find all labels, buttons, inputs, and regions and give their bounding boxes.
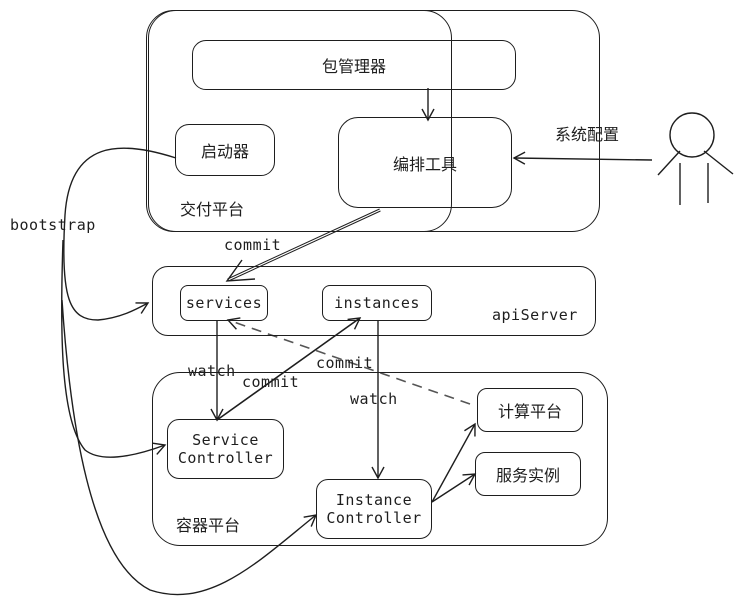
instances-label: instances	[334, 294, 420, 312]
launcher-node: 启动器	[175, 124, 275, 176]
compute-platform-node: 计算平台	[477, 388, 583, 432]
compute-platform-label: 计算平台	[497, 402, 562, 421]
instances-node: instances	[322, 285, 432, 321]
arrow-commit-compute-services	[226, 317, 471, 405]
service-controller-node: Service Controller	[167, 419, 284, 479]
service-controller-label-line1: Service	[192, 431, 259, 449]
api-server-label: apiServer	[492, 306, 578, 324]
commit-edge-label-top: commit	[224, 236, 282, 254]
actor-label: 系统配置	[555, 125, 620, 144]
package-manager-node: 包管理器	[192, 40, 516, 90]
actor-icon	[657, 112, 734, 205]
container-platform-container	[152, 372, 608, 546]
bootstrap-curve	[63, 147, 177, 321]
arrow-actor-to-orchestrator	[512, 151, 653, 165]
watch-edge-label-right: watch	[350, 390, 398, 408]
api-server-container	[152, 266, 596, 336]
services-label: services	[185, 294, 263, 312]
container-platform-label: 容器平台	[176, 516, 241, 535]
service-instance-label: 服务实例	[495, 466, 560, 485]
delivery-platform-label: 交付平台	[180, 200, 245, 219]
launcher-label: 启动器	[200, 142, 249, 161]
orchestrator-label: 编排工具	[392, 154, 457, 174]
commit-edge-label-service-controller: commit	[242, 373, 300, 391]
bootstrap-edge-label: bootstrap	[10, 216, 96, 234]
orchestrator-node: 编排工具	[338, 117, 512, 208]
delivery-platform-container-right	[146, 10, 600, 232]
package-manager-label: 包管理器	[321, 57, 386, 76]
services-node: services	[180, 285, 268, 321]
instance-controller-label-line2: Controller	[326, 509, 422, 527]
watch-edge-label-left: watch	[188, 362, 236, 380]
commit-edge-label-compute: commit	[316, 354, 374, 372]
service-controller-label-line2: Controller	[177, 449, 274, 467]
service-instance-node: 服务实例	[475, 452, 581, 496]
instance-controller-label-line1: Instance	[335, 491, 413, 509]
arrow-ic-to-service-instance	[431, 473, 477, 503]
instance-controller-node: Instance Controller	[316, 479, 432, 539]
arrow-ic-to-compute	[431, 422, 476, 503]
